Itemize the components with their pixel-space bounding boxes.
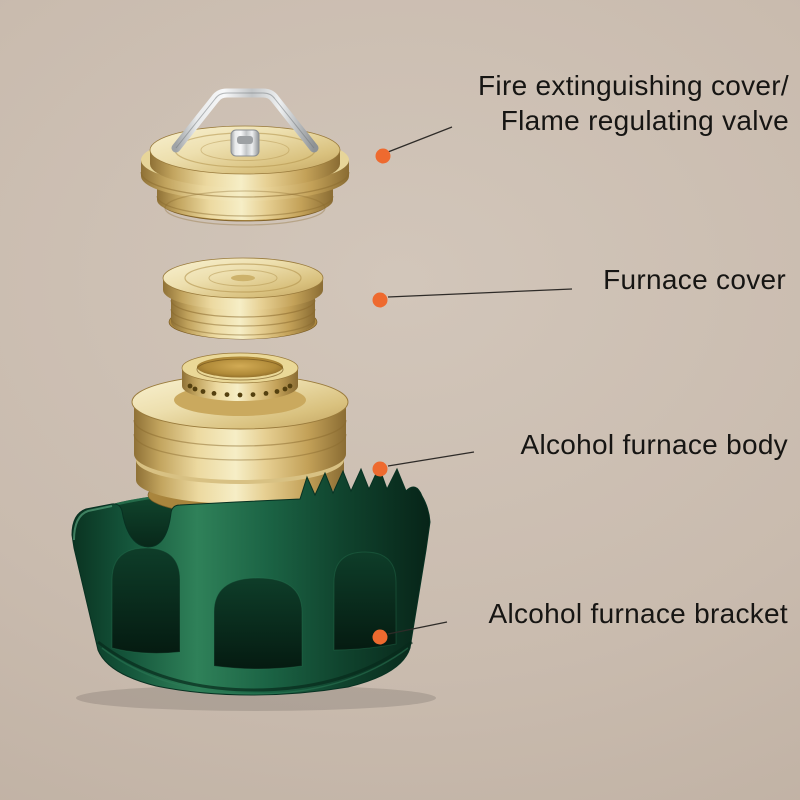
callout-line-furnace-body — [387, 451, 475, 467]
callout-dot-furnace-body — [372, 461, 388, 477]
burner-jet-holes — [187, 383, 293, 398]
bracket-arch-center — [213, 577, 303, 670]
callout-line-bracket — [387, 621, 448, 635]
callout-line-furnace-cover — [387, 288, 573, 298]
callout-line-fire-cover — [387, 126, 453, 153]
furnace-body-graphic — [131, 352, 349, 516]
bracket-arch-right — [333, 551, 397, 651]
bracket-graphic — [71, 465, 431, 696]
fire-cover-graphic — [140, 88, 350, 226]
label-furnace-cover-text: Furnace cover — [603, 264, 786, 295]
callout-dot-bracket — [372, 629, 388, 645]
label-fire-cover-line1: Fire extinguishing cover/ — [478, 70, 789, 101]
flip-handle-graphic — [171, 88, 319, 157]
callout-dots — [372, 148, 391, 645]
bracket-arch-left — [111, 547, 181, 654]
label-fire-cover-line2: Flame regulating valve — [500, 105, 789, 136]
label-bracket-text: Alcohol furnace bracket — [488, 598, 788, 629]
label-furnace-cover: Furnace cover — [603, 262, 786, 297]
label-furnace-body: Alcohol furnace body — [520, 427, 788, 462]
callout-dot-furnace-cover — [372, 292, 388, 308]
furnace-cover-graphic — [162, 257, 324, 340]
label-bracket: Alcohol furnace bracket — [488, 596, 788, 631]
label-furnace-body-text: Alcohol furnace body — [520, 429, 788, 460]
callout-dot-fire-cover — [375, 148, 391, 164]
callout-overlay — [387, 126, 573, 635]
ground-shadow — [76, 685, 436, 711]
label-fire-cover: Fire extinguishing cover/ Flame regulati… — [478, 68, 789, 138]
